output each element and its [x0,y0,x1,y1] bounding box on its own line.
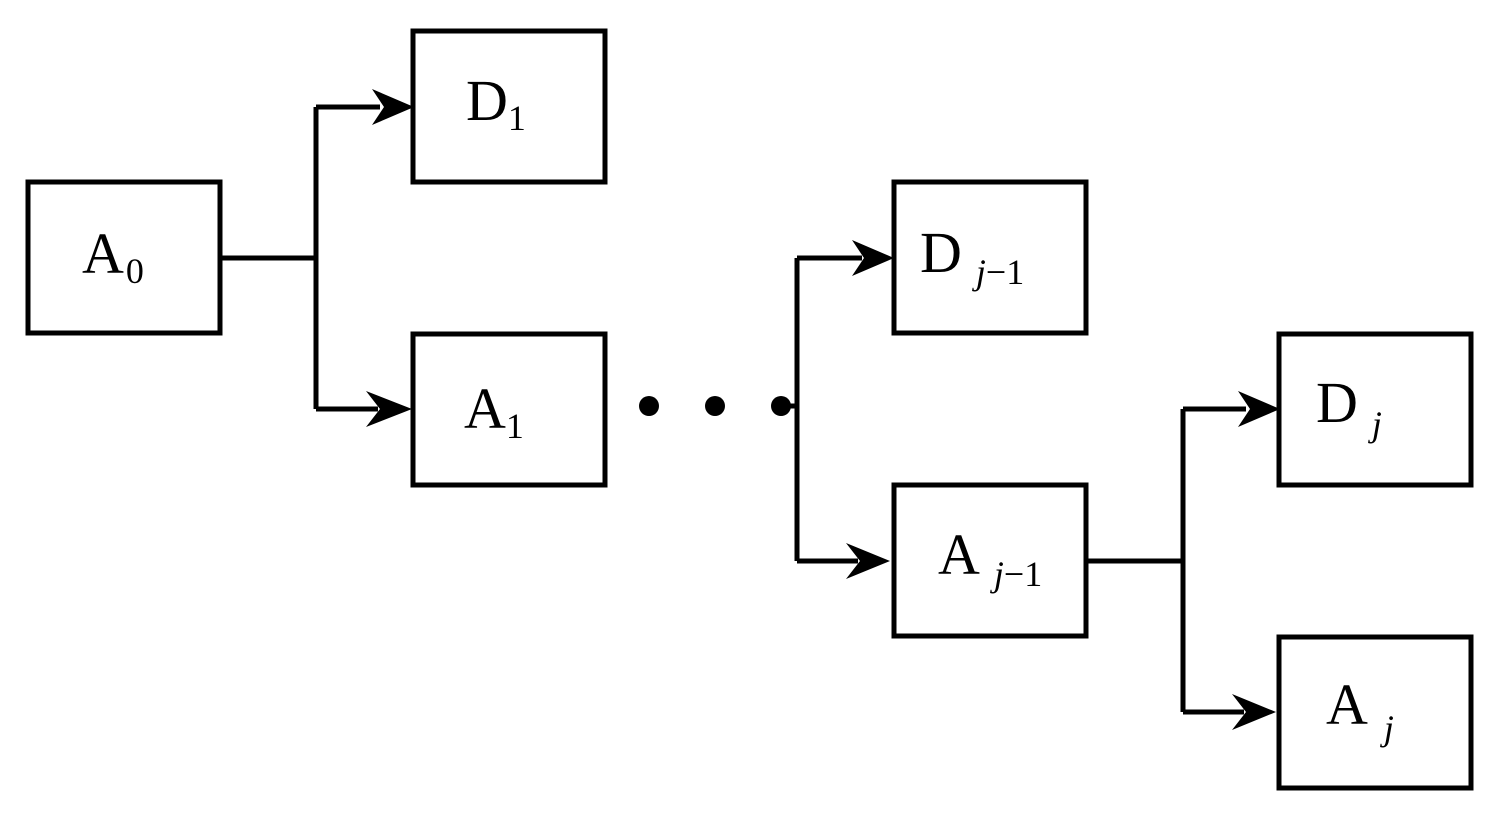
arrowhead-to-dj-minus-1 [852,240,894,276]
node-a0: A0 [25,179,223,336]
arrowhead-to-dj [1238,391,1280,427]
ellipsis-dots [639,396,791,416]
node-d1: D1 [410,28,608,185]
arrowhead-to-aj-minus-1 [846,543,890,579]
node-a0-label: A0 [82,221,144,291]
arrowhead-to-d1 [372,89,414,125]
node-a1-label: A1 [464,376,524,446]
arrowhead-to-a1 [366,391,412,427]
connector-level-j-minus-1-split [781,240,894,579]
connector-aj-minus-1-split [1086,391,1280,730]
node-d1-label: D1 [466,68,526,138]
arrowhead-to-aj [1232,694,1276,730]
node-a1: A1 [410,331,608,488]
connector-a0-split [220,89,414,427]
